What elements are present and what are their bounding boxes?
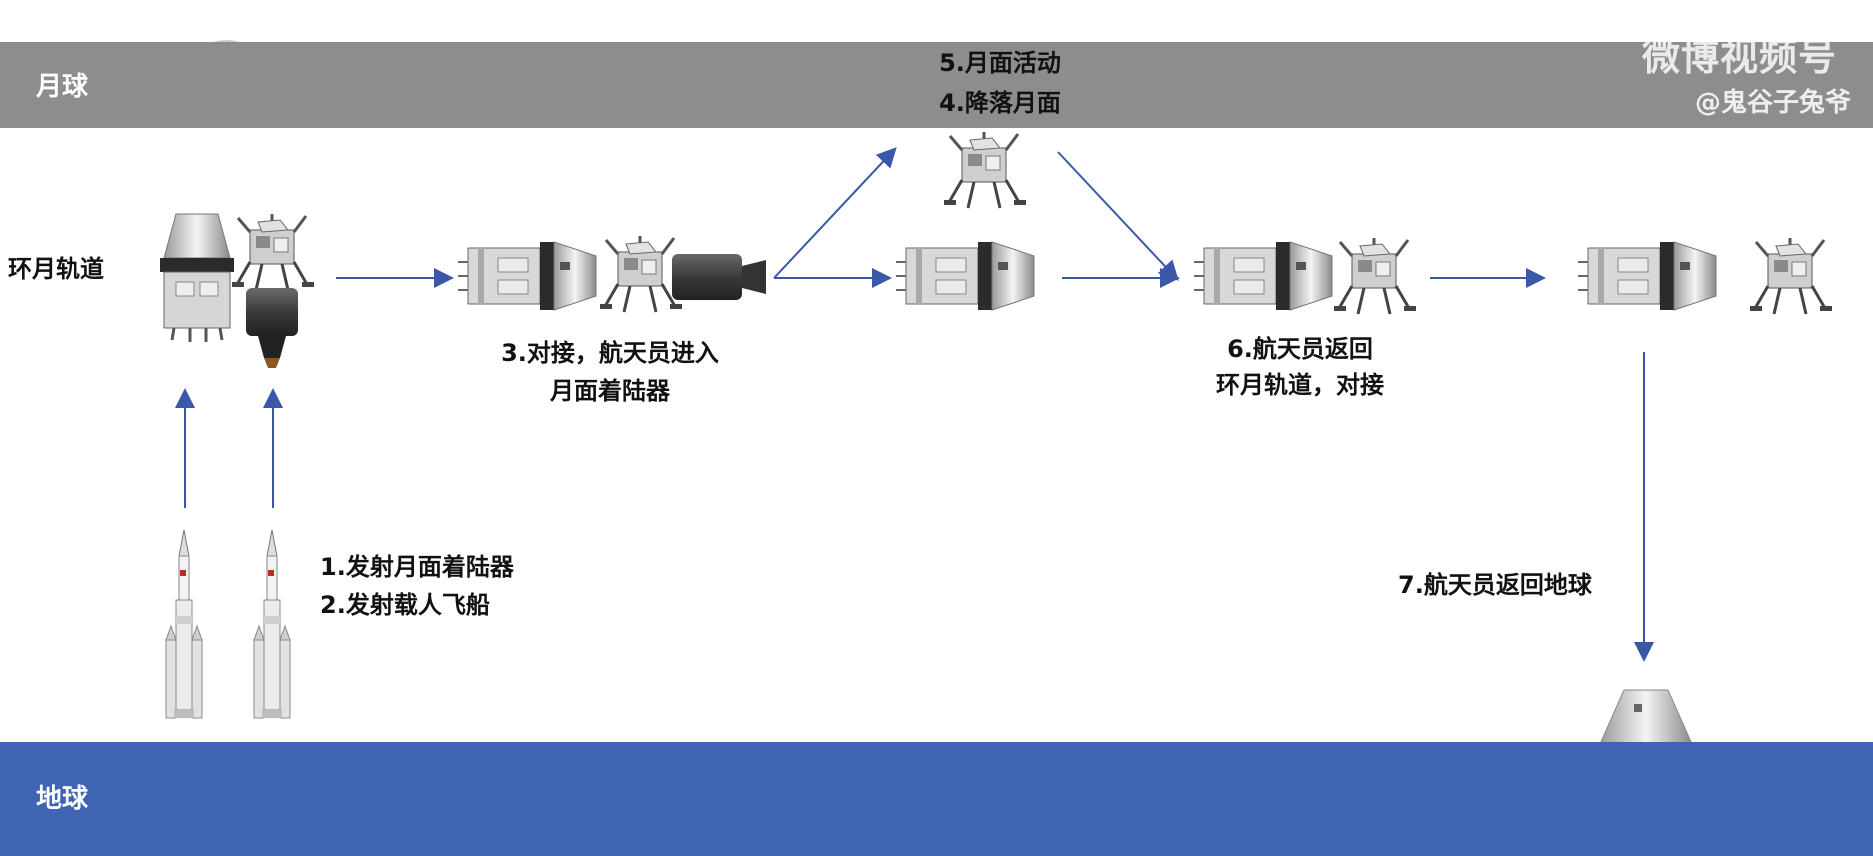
- moon-band-label: 月球: [36, 72, 89, 102]
- discarded-lander: [1748, 236, 1834, 316]
- step7-label: 7.航天员返回地球: [1398, 571, 1592, 599]
- orbit-lunar-lander: [230, 212, 316, 368]
- rocket-crew-launch: [253, 529, 291, 719]
- separated-crewed-spacecraft: [1577, 241, 1717, 311]
- docked-stack-2: [1193, 236, 1418, 316]
- arrow-descend-to-moon: [773, 147, 897, 279]
- step6-label-line1: 6.航天员返回: [1227, 335, 1373, 363]
- step2-label: 2.发射载人飞船: [320, 591, 490, 619]
- docked-stack-1: [457, 234, 766, 314]
- step3-label-line2: 月面着陆器: [550, 377, 670, 405]
- rocket-lander-launch: [165, 529, 203, 719]
- moon-band: 月球: [0, 42, 1873, 128]
- arrow-ascend-from-moon: [1057, 151, 1179, 281]
- earth-band-label: 地球: [36, 784, 89, 814]
- step3-label-line1: 3.对接，航天员进入: [501, 339, 719, 367]
- orbiting-crewed-spacecraft: [895, 241, 1035, 311]
- orbit-crewed-spacecraft: [160, 213, 234, 342]
- step4-label: 4.降落月面: [939, 89, 1061, 117]
- step6-label-line2: 环月轨道，对接: [1216, 371, 1384, 399]
- watermark-platform: 微博视频号: [1641, 35, 1837, 79]
- step5-label: 5.月面活动: [939, 49, 1061, 77]
- earth-band: 地球: [0, 742, 1873, 856]
- lunar-orbit-label: 环月轨道: [8, 255, 104, 283]
- return-capsule: [1599, 689, 1693, 745]
- lander-on-moon: [942, 130, 1028, 210]
- step1-label: 1.发射月面着陆器: [320, 553, 514, 581]
- watermark-handle: @鬼谷子兔爷: [1694, 88, 1851, 118]
- flow-arrows: [175, 147, 1654, 662]
